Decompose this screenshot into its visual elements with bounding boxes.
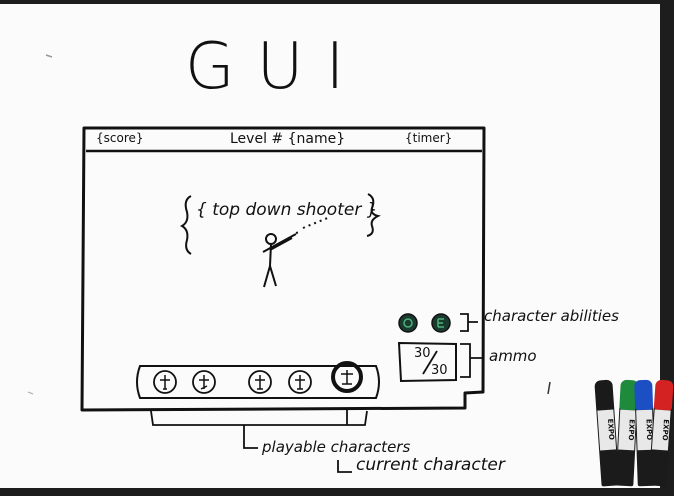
- marker-brand: EXPO: [597, 409, 617, 451]
- playable-bracket: [150, 410, 368, 449]
- game-area-label: { top down shooter }: [196, 200, 378, 220]
- hud-score: {score}: [96, 131, 144, 145]
- note-ammo: ammo: [489, 347, 537, 365]
- label-brace-left: [179, 195, 192, 255]
- label-brace-right: [366, 193, 381, 237]
- abilities-bracket: [460, 313, 478, 332]
- hud-level: Level # {name}: [230, 131, 346, 147]
- ammo-max: 30: [431, 363, 448, 378]
- note-playable-characters: playable characters: [262, 438, 411, 456]
- character-slots: [153, 361, 363, 394]
- marker-brand: EXPO: [651, 409, 671, 451]
- character-slot-current: [331, 361, 363, 393]
- character-slot-1: [153, 370, 177, 394]
- marker-brand: EXPO: [618, 409, 637, 451]
- current-pointer: [337, 410, 352, 473]
- board-frame-right: [660, 0, 674, 496]
- ammo-box: [397, 341, 457, 383]
- sketch-title: GUI: [185, 30, 367, 104]
- character-bar: [136, 365, 380, 399]
- ability-icons: [398, 313, 451, 333]
- ammo-current: 30: [414, 346, 431, 361]
- ability-icon-1: [398, 313, 418, 333]
- stick-figure-shooter: [262, 216, 331, 288]
- hud-timer: {timer}: [405, 131, 453, 145]
- game-window-outline: [80, 126, 486, 412]
- board-frame-top: [0, 0, 674, 4]
- ammo-bracket: [460, 343, 482, 378]
- board-frame-bottom: [0, 488, 674, 496]
- character-glyphs: [160, 370, 353, 390]
- character-slot-2: [192, 370, 216, 394]
- note-character-abilities: character abilities: [484, 307, 619, 325]
- character-slot-4: [288, 370, 312, 394]
- note-current-character: current character: [356, 455, 505, 475]
- character-slot-3: [248, 370, 272, 394]
